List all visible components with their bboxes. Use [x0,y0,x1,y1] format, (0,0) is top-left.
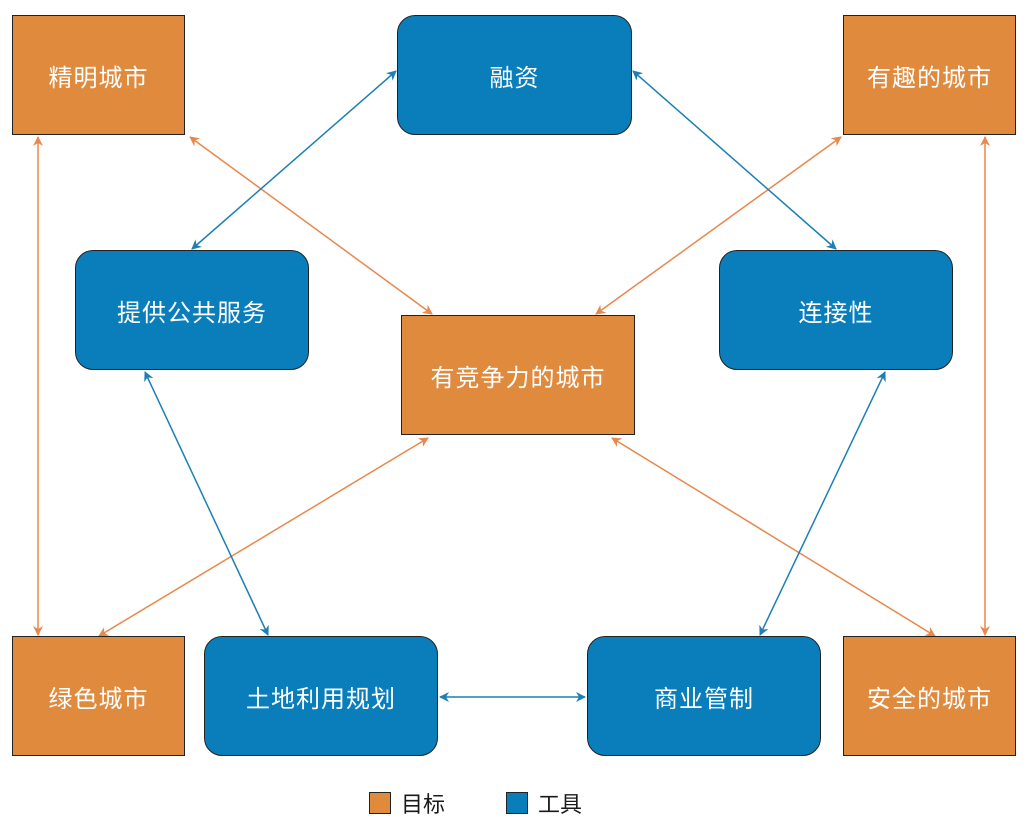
node-connectivity-label: 连接性 [798,298,874,327]
node-competitive-city: 有竞争力的城市 [401,315,635,435]
node-fun-city: 有趣的城市 [843,15,1016,135]
legend-tool-label: 工具 [538,793,583,818]
node-financing-label: 融资 [489,63,540,92]
node-safe-city-label: 安全的城市 [867,684,992,713]
node-connectivity: 连接性 [719,250,953,370]
link-financing-public-services [191,70,397,250]
link-connectivity-business-regulation [759,371,886,636]
node-land-use-planning-label: 土地利用规划 [246,684,396,713]
node-smart-city-label: 精明城市 [48,63,149,92]
legend-tool-swatch [506,792,528,814]
node-financing: 融资 [397,15,632,135]
legend-goal-label: 目标 [401,793,446,818]
legend-goal-swatch [369,792,391,814]
node-public-services-label: 提供公共服务 [117,298,267,327]
node-smart-city: 精明城市 [12,15,185,135]
node-business-regulation: 商业管制 [587,636,821,756]
node-green-city-label: 绿色城市 [48,684,149,713]
node-fun-city-label: 有趣的城市 [867,63,992,92]
node-land-use-planning: 土地利用规划 [204,636,438,756]
link-financing-connectivity [632,70,837,250]
legend-tool: 工具 [506,787,582,819]
node-safe-city: 安全的城市 [843,636,1016,756]
node-business-regulation-label: 商业管制 [654,684,754,713]
legend-goal: 目标 [369,787,445,819]
link-competitive-city-green-city [98,437,429,637]
node-green-city: 绿色城市 [12,636,185,756]
link-public-services-land-use [144,371,269,636]
node-public-services: 提供公共服务 [75,250,309,370]
node-competitive-city-label: 有竞争力的城市 [430,363,606,392]
